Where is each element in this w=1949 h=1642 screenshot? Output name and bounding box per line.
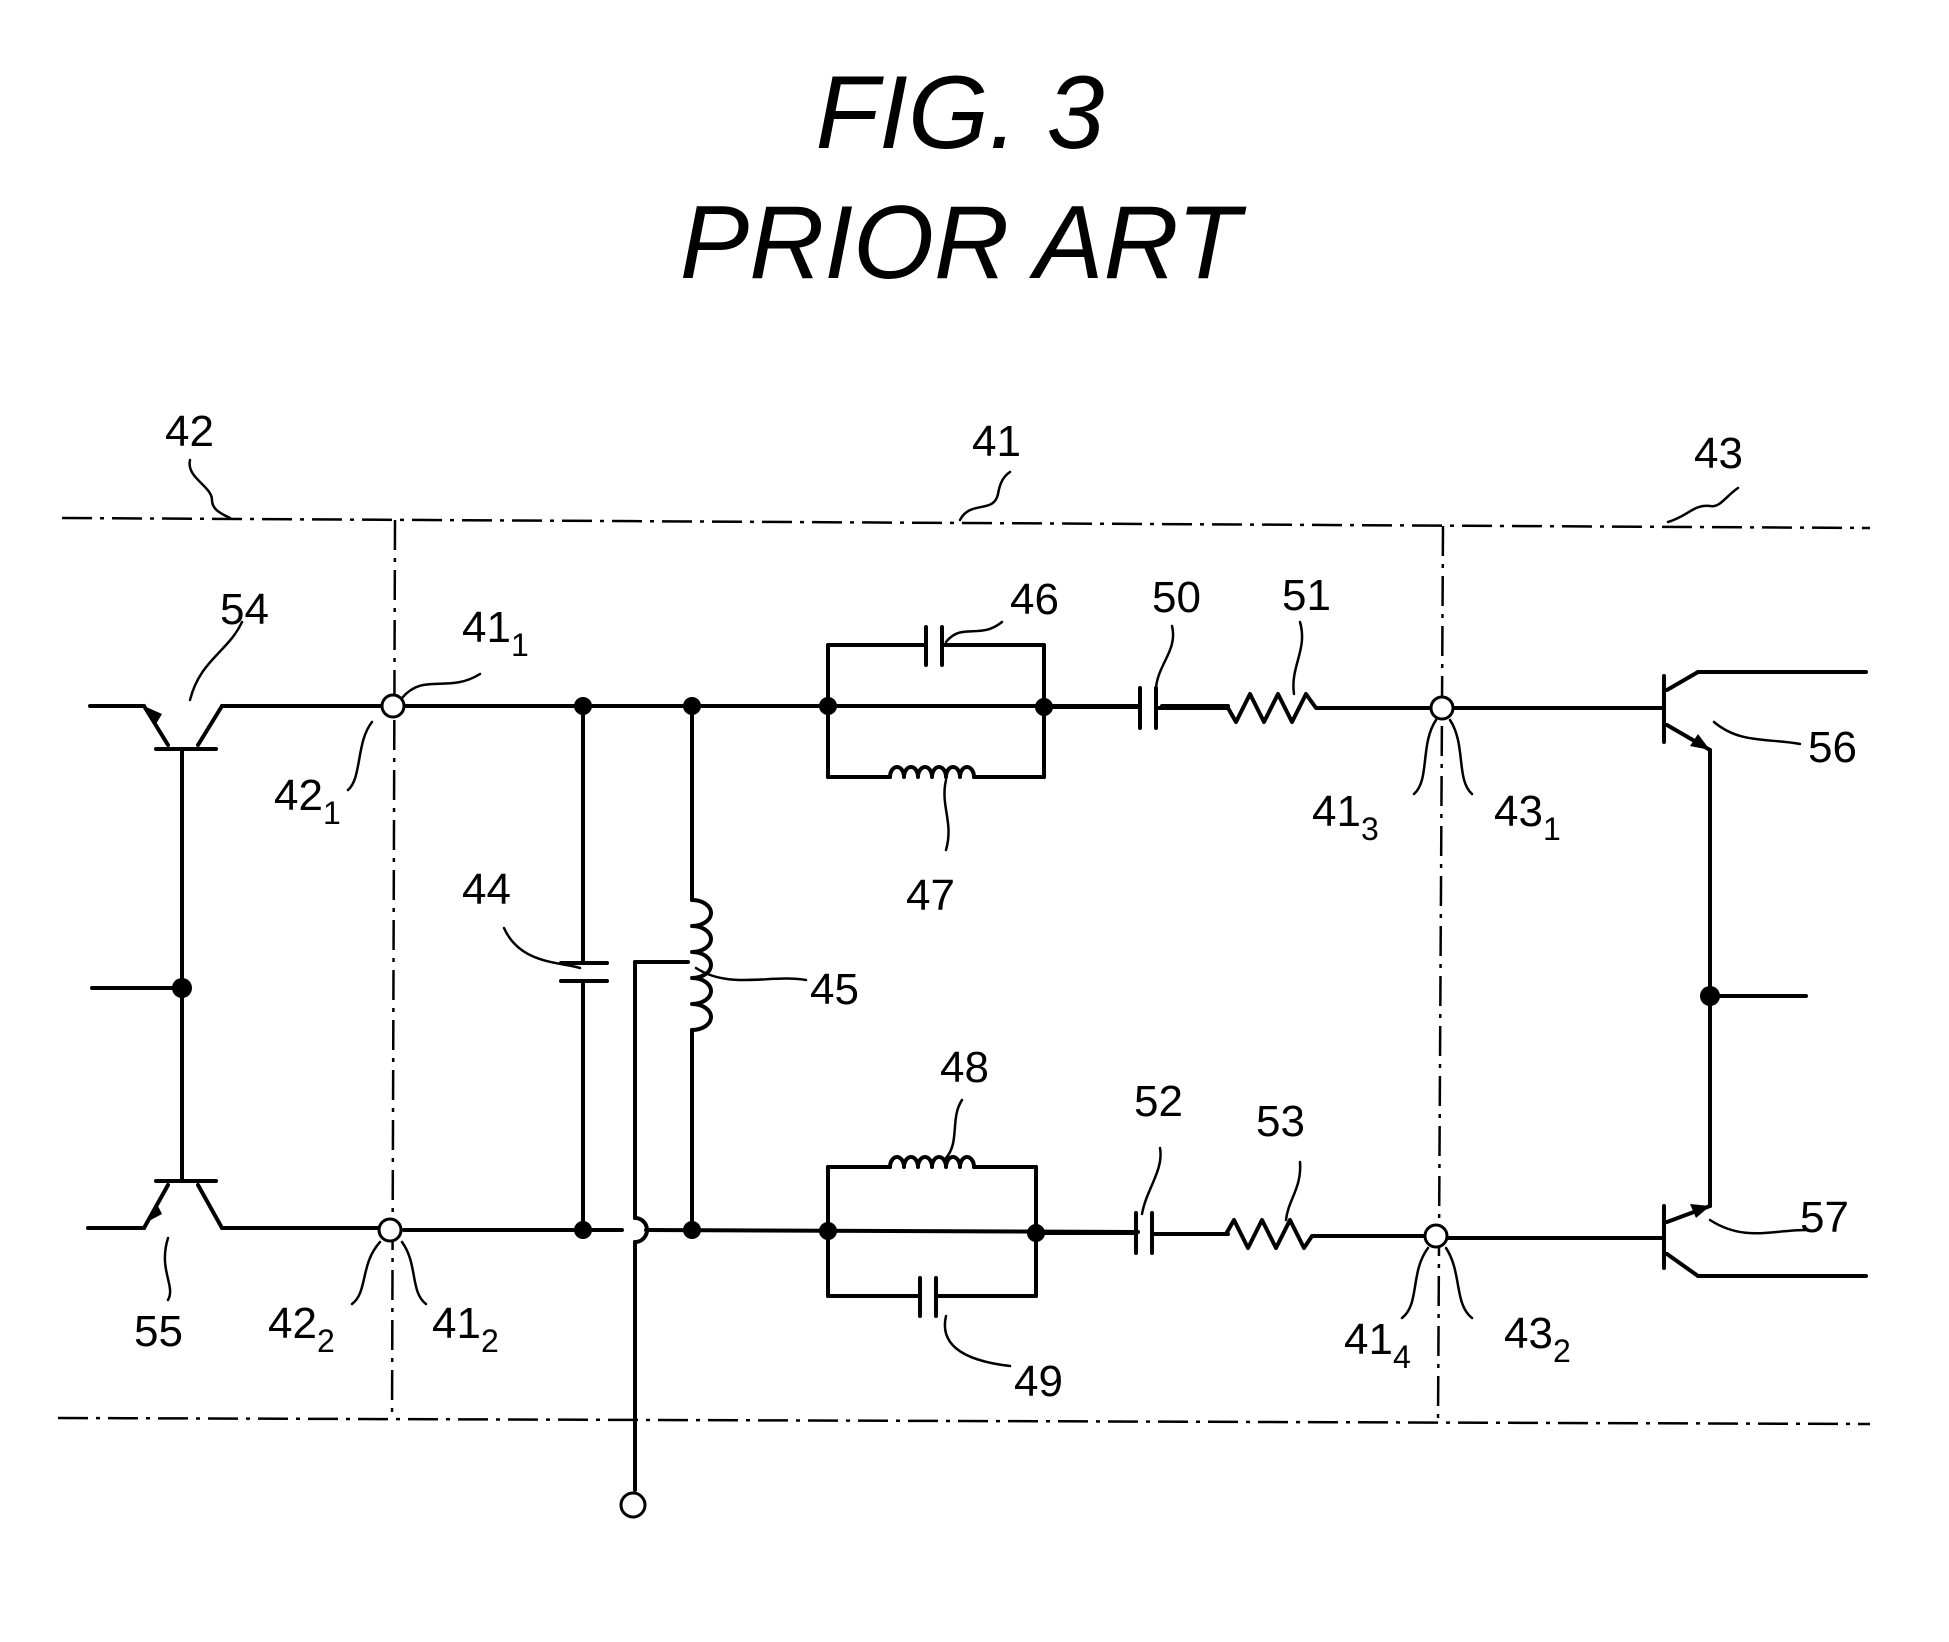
resistor-51 [1228,694,1322,722]
figure-subtitle: PRIOR ART [680,185,1247,301]
output-terminal [621,1493,645,1517]
label-42-1: 421 [274,771,341,831]
label-41-2-sub: 2 [481,1323,499,1359]
label-42-1-sub: 1 [323,795,341,831]
capacitor-44 [561,706,607,1230]
block-boundaries [58,518,1870,1424]
reference-labels: 42 41 43 54 411 421 46 47 50 51 413 431 … [134,407,1857,1406]
label-46: 46 [1010,575,1059,624]
label-57: 57 [1800,1193,1849,1242]
label-44: 44 [462,865,511,914]
label-43-1-sub: 1 [1543,811,1561,847]
label-42-2: 422 [268,1299,335,1359]
label-56: 56 [1808,723,1857,772]
label-47: 47 [906,871,955,920]
label-50: 50 [1152,573,1201,622]
resistor-53 [1226,1220,1318,1248]
label-55: 55 [134,1307,183,1356]
resonator-bottom [828,1157,1036,1316]
label-41-4: 414 [1344,1315,1411,1375]
label-42-2-sub: 2 [317,1323,335,1359]
junction-left-mid [172,978,192,998]
top-signal-line [404,706,1664,708]
label-45: 45 [810,965,859,1014]
label-41-1: 411 [462,603,529,663]
label-43-1: 431 [1494,787,1561,847]
label-43-2: 432 [1504,1309,1571,1369]
label-54: 54 [220,585,269,634]
label-42: 42 [165,407,214,456]
capacitor-52 [1036,1213,1226,1253]
capacitor-50 [1044,688,1228,728]
resonator-top [828,627,1044,777]
label-41: 41 [972,417,1021,466]
transistor-54 [90,706,390,1181]
label-53: 53 [1256,1097,1305,1146]
label-41-1-sub: 1 [511,627,529,663]
label-41-4-sub: 4 [1393,1339,1411,1375]
label-43-2-sub: 2 [1553,1333,1571,1369]
transistor-55 [88,1181,390,1228]
label-52: 52 [1134,1077,1183,1126]
label-51: 51 [1282,571,1331,620]
label-41-2: 412 [432,1299,499,1359]
junction-right-mid [1700,986,1720,1006]
label-48: 48 [940,1043,989,1092]
figure-title: FIG. 3 [816,55,1105,171]
label-49: 49 [1014,1357,1063,1406]
label-41-3: 413 [1312,787,1379,847]
label-43: 43 [1694,429,1743,478]
label-41-3-sub: 3 [1361,811,1379,847]
inductor-tap-wire [635,962,688,1490]
